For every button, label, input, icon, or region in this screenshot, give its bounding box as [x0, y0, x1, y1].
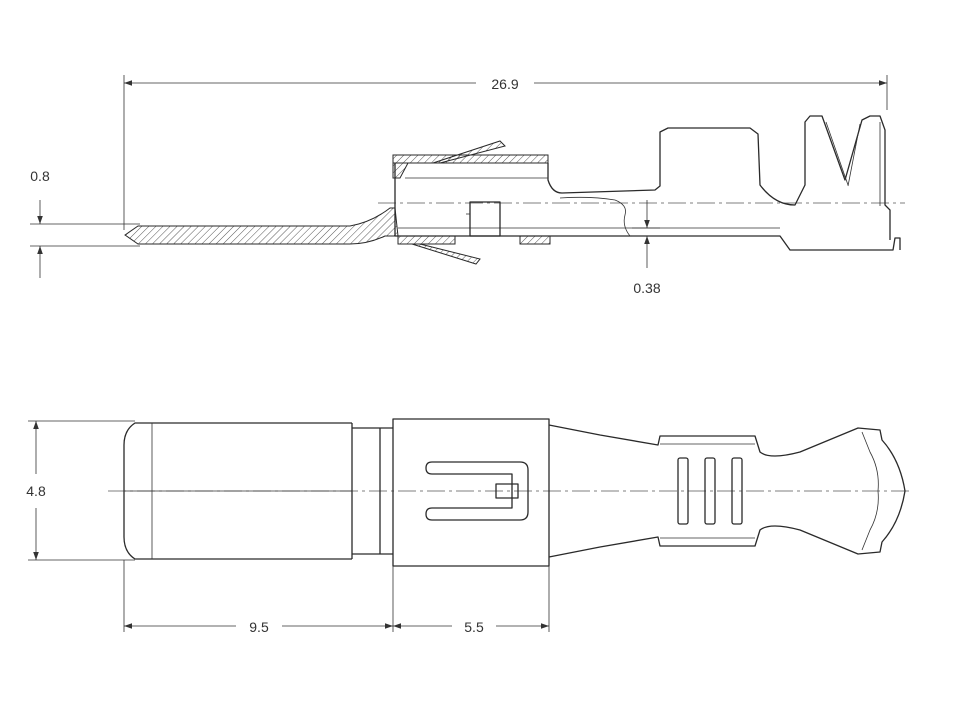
- housing-top-section: [392, 154, 549, 164]
- latch-cutout: [425, 461, 529, 521]
- width-label: 4.8: [26, 483, 46, 499]
- lower-latch-spring: [411, 243, 481, 265]
- contact-window: [469, 201, 501, 237]
- front-hook-section: [392, 162, 409, 179]
- pin-length-label: 9.5: [249, 619, 269, 635]
- latch-tongue: [495, 483, 519, 499]
- crimp-slot-3: [731, 457, 743, 525]
- upper-latch-spring: [432, 140, 506, 164]
- overall-length-label: 26.9: [491, 76, 518, 92]
- housing-top-outline: [392, 418, 550, 567]
- crimp-top-outline: [548, 424, 906, 558]
- break-line: [559, 196, 631, 237]
- side-body-outline: [394, 115, 901, 251]
- material-thickness-label: 0.38: [633, 280, 660, 296]
- crimp-slot-1: [677, 457, 689, 525]
- crimp-wing-detail: [825, 121, 881, 206]
- top-dimensions: 4.8 9.5 5.5: [26, 420, 550, 635]
- pin-neck-outline: [351, 423, 393, 559]
- side-view: [124, 115, 905, 265]
- housing-bottom-section-right: [519, 235, 551, 245]
- housing-length-label: 5.5: [464, 619, 484, 635]
- side-dimensions: 26.9 0.8 0.38: [30, 75, 888, 296]
- top-view: [108, 418, 910, 567]
- housing-bottom-section-left: [397, 235, 456, 245]
- pin-thickness-label: 0.8: [30, 168, 50, 184]
- pin-section: [124, 207, 399, 245]
- crimp-inner-lines: [660, 431, 879, 551]
- crimp-slot-2: [704, 457, 716, 525]
